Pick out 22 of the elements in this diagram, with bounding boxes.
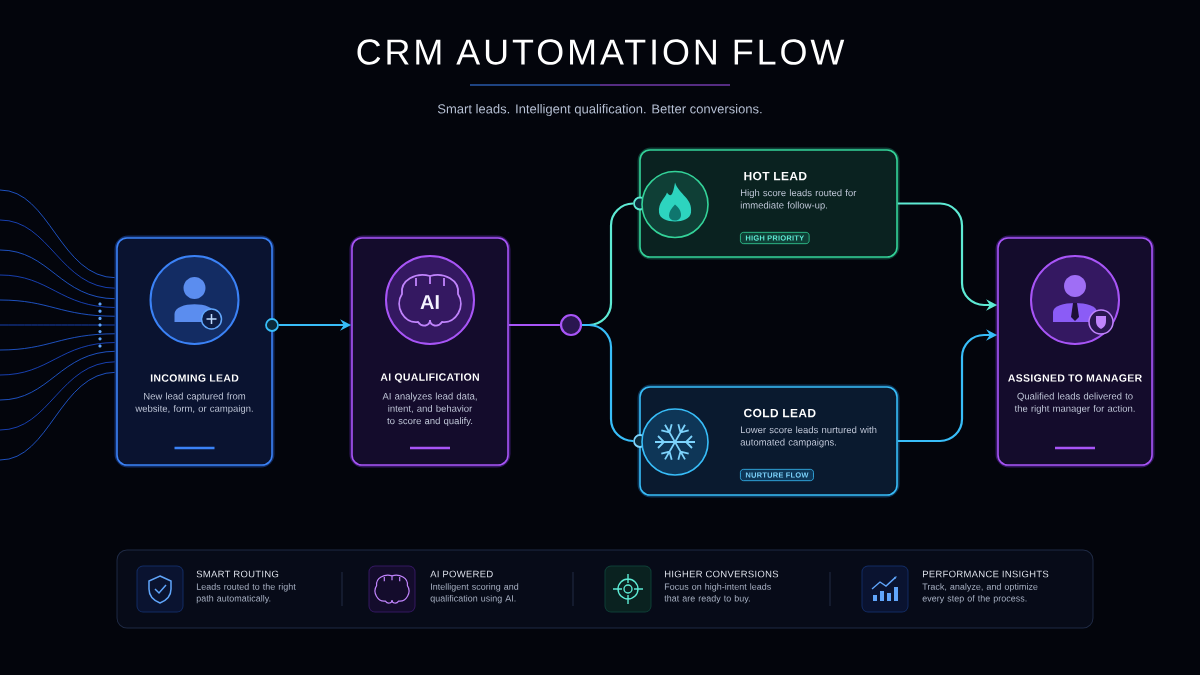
junction-dot xyxy=(559,313,583,337)
node-label: INCOMING LEAD xyxy=(150,374,239,382)
label: Smart leads. Intelligent qualification. Better conversions. xyxy=(437,103,762,117)
node-label: PERFORMANCE INSIGHTS xyxy=(922,570,1049,578)
node-label: AI analyzes lead data, intent, and behavior to score and qualify. xyxy=(382,392,477,427)
node-label: Track, analyze, and optimize every step of the process. xyxy=(922,583,1038,604)
node-label: Intelligent scoring and qualification using AI. xyxy=(430,583,519,604)
node-label: ASSIGNED TO MANAGER xyxy=(1008,374,1142,382)
node-label: High score leads routed for immediate follow-up. xyxy=(740,189,857,211)
node-label: HOT LEAD xyxy=(744,171,807,181)
node-label: AI POWERED xyxy=(430,570,493,578)
node-label: SMART ROUTING xyxy=(196,570,279,578)
node-label: HIGHER CONVERSIONS xyxy=(664,570,779,578)
node-label: Focus on high-intent leads that are ready to buy. xyxy=(664,583,771,604)
node-label: Lower score leads nurtured with automated campaigns. xyxy=(740,426,877,448)
node-label: Leads routed to the right path automatically. xyxy=(196,583,296,604)
diagram-title: CRM AUTOMATION FLOW xyxy=(357,39,845,65)
node-label: Qualified leads delivered to the right manager for action. xyxy=(1014,392,1135,414)
node-label: COLD LEAD xyxy=(744,408,816,418)
node-label: AI xyxy=(420,295,439,309)
node-label: AI QUALIFICATION xyxy=(380,373,479,383)
node-label: New lead captured from website, form, or campaign. xyxy=(135,392,253,414)
